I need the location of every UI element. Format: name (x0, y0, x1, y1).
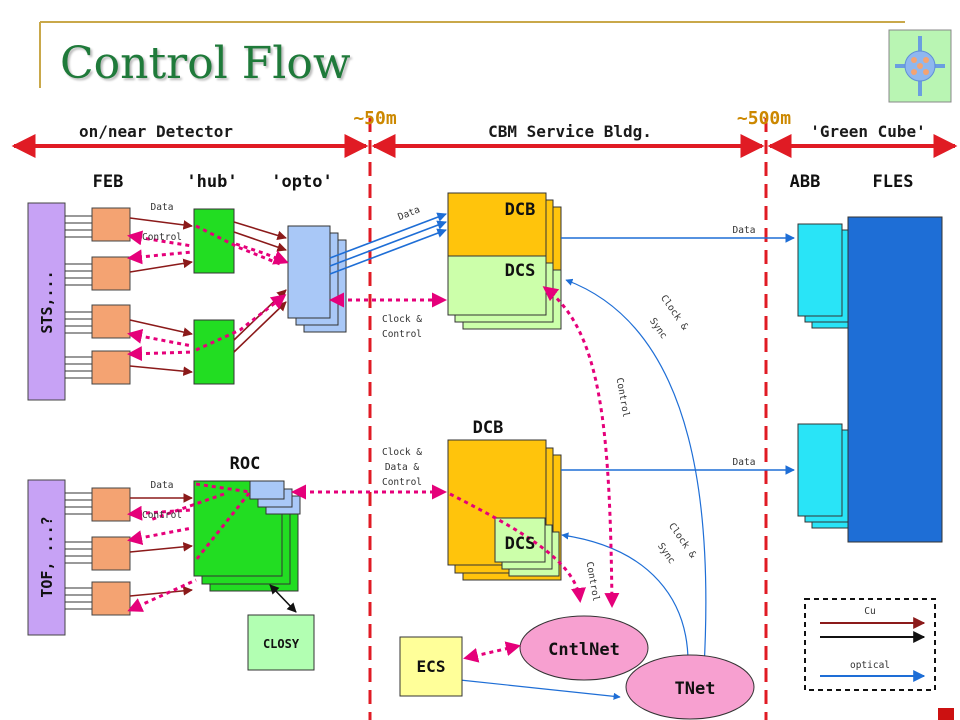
abb-stacks (797, 223, 857, 529)
tof-label: TOF, ...? (38, 516, 56, 597)
label-data-sts: Data (151, 202, 174, 213)
opto-dcb-optical (329, 212, 447, 275)
fles-box (847, 216, 943, 543)
hub-opto-copper (233, 221, 287, 353)
zone-cube-label: 'Green Cube' (810, 122, 926, 141)
network-logo-icon (888, 29, 952, 103)
col-hub: 'hub' (186, 172, 237, 192)
col-feb: FEB (93, 172, 124, 192)
label-data-abb-bottom: Data (733, 457, 756, 468)
label-data-opto: Data (396, 204, 421, 223)
zone-detector-label: on/near Detector (79, 122, 233, 141)
col-fles: FLES (873, 172, 914, 192)
col-abb: ABB (790, 172, 821, 192)
zone-dividers (368, 118, 768, 720)
hub-boxes (193, 208, 235, 385)
label-clock-sync-bottom-2: Sync (655, 541, 677, 566)
control-dotted-paths (127, 224, 620, 663)
dcs-top-label: DCS (505, 261, 536, 281)
dcb-top-stack (447, 192, 562, 330)
label-clock-control-1: Clock & (382, 314, 422, 325)
label-control-low: Control (584, 561, 602, 602)
legend-optical: optical (850, 660, 890, 671)
closy-box (247, 584, 315, 671)
tof-detector (27, 479, 66, 636)
col-opto: 'opto' (271, 172, 332, 192)
tnet-label: TNet (675, 679, 716, 699)
label-cdc-3: Control (382, 477, 422, 488)
dist-500m: ~500m (737, 108, 791, 129)
dcs-bottom-label: DCS (505, 534, 536, 554)
dist-50m: ~50m (353, 108, 397, 129)
tnet-ellipse (625, 654, 755, 720)
legend-cu: Cu (864, 606, 875, 617)
label-control-mid: Control (614, 377, 632, 418)
feb-boxes (91, 207, 131, 616)
label-control-sts: Control (142, 232, 182, 243)
label-control-tof: Control (142, 510, 182, 521)
detector-feb-links (65, 215, 92, 610)
sts-label: STS,... (38, 270, 56, 333)
label-clock-sync-top-2: Sync (647, 316, 669, 341)
dcb-top-label: DCB (505, 200, 536, 220)
dcb-bottom-label: DCB (473, 418, 504, 438)
ecs-box (399, 636, 463, 697)
label-clock-control-2: Control (382, 329, 422, 340)
col-roc: ROC (230, 454, 261, 474)
sts-detector (27, 202, 66, 401)
slide-frame (39, 21, 905, 88)
label-data-tof: Data (151, 480, 174, 491)
feb-hub-copper (129, 217, 193, 597)
legend-box (804, 598, 936, 691)
closy-label: CLOSY (263, 637, 300, 651)
page-title: Control Flow (60, 38, 351, 89)
ecs-label: ECS (417, 657, 446, 676)
dcb-abb-data (561, 233, 795, 475)
zone-service-label: CBM Service Bldg. (488, 122, 652, 141)
cntlnet-label: CntlNet (548, 640, 620, 660)
dcb-bottom-stack (447, 439, 562, 581)
roc-stack (193, 480, 301, 592)
opto-stack (287, 225, 347, 333)
label-data-abb-top: Data (733, 225, 756, 236)
stop-marker (938, 708, 954, 720)
label-cdc-2: Data & (385, 462, 420, 473)
label-cdc-1: Clock & (382, 447, 422, 458)
